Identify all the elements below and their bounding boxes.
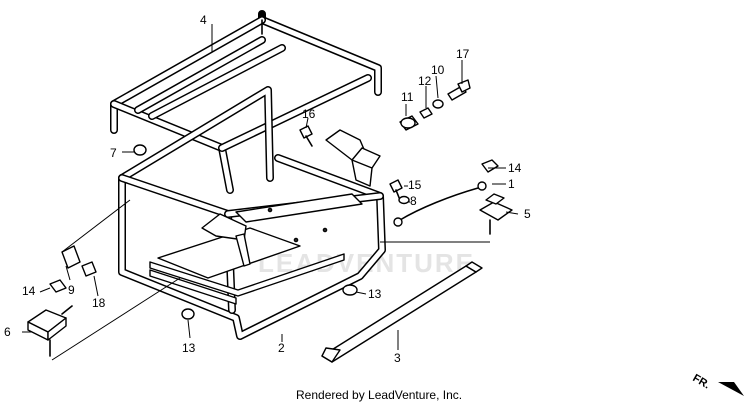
foot-13-bottom[interactable] — [181, 308, 195, 320]
callout-13-bottom: 13 — [182, 341, 196, 355]
callout-1: 1 — [508, 177, 515, 191]
side-rail-bar[interactable] — [321, 261, 483, 363]
credit-text: Rendered by LeadVenture, Inc. — [296, 388, 462, 402]
callouts: 4 7 16 11 12 10 17 14 1 15 8 5 13 13 2 3… — [4, 13, 531, 365]
bracket-9[interactable] — [61, 245, 81, 269]
callout-6: 6 — [4, 325, 11, 339]
callout-2: 2 — [278, 341, 285, 355]
front-direction-marker: FR. — [691, 372, 744, 396]
callout-4: 4 — [200, 13, 207, 27]
washer-8[interactable] — [398, 195, 410, 205]
callout-5: 5 — [524, 207, 531, 221]
ground-cable[interactable] — [393, 181, 487, 227]
fr-label: FR. — [691, 372, 712, 391]
cap-7[interactable] — [133, 144, 147, 156]
mount-rubber-right[interactable] — [479, 193, 513, 235]
callout-17: 17 — [456, 47, 470, 61]
mount-rubber-left[interactable] — [27, 305, 73, 357]
nut-14-right[interactable] — [481, 159, 499, 173]
nut-14-left[interactable] — [49, 279, 67, 293]
grommet-collar-assembly[interactable] — [399, 79, 471, 131]
callout-14-right: 14 — [508, 161, 522, 175]
bolt-16[interactable] — [299, 125, 313, 147]
callout-13-right: 13 — [368, 287, 382, 301]
callout-14-left: 14 — [22, 284, 36, 298]
callout-11: 11 — [401, 90, 414, 104]
callout-18: 18 — [92, 296, 106, 310]
callout-8: 8 — [410, 194, 417, 208]
callout-10: 10 — [431, 63, 445, 77]
callout-3: 3 — [394, 351, 401, 365]
callout-15: 15 — [408, 178, 422, 192]
upper-handle-frame[interactable] — [110, 10, 382, 194]
leader-lines — [22, 24, 519, 361]
frame-bracket[interactable] — [325, 129, 381, 187]
callout-9: 9 — [68, 283, 75, 297]
foot-13-right[interactable] — [342, 284, 358, 296]
fr-arrow-icon — [718, 382, 744, 396]
callout-16: 16 — [302, 107, 316, 121]
callout-12: 12 — [418, 74, 432, 88]
main-frame[interactable] — [118, 86, 386, 340]
bolt-18[interactable] — [81, 261, 97, 277]
callout-7: 7 — [110, 146, 117, 160]
